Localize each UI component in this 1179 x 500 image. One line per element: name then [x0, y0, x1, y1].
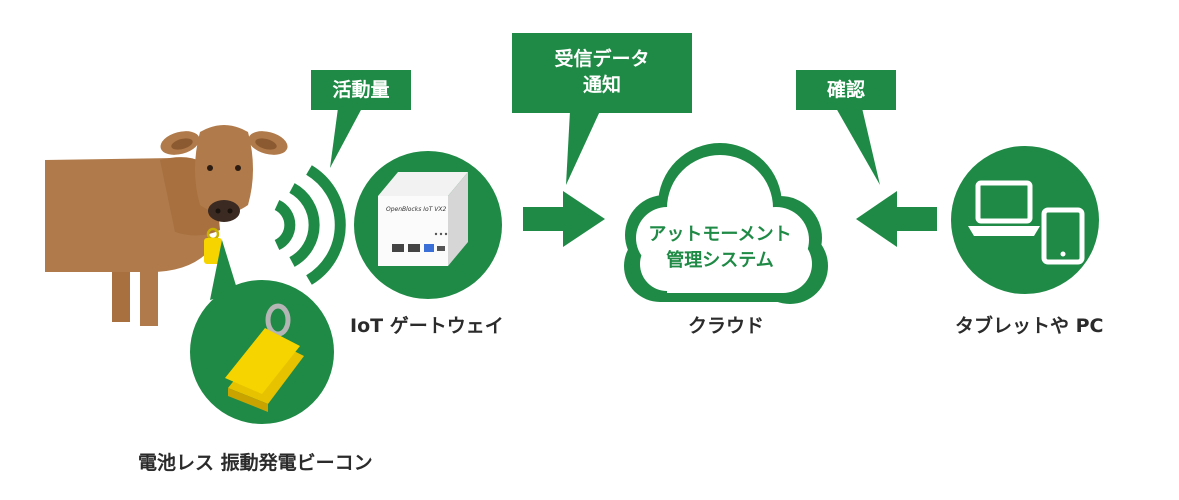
- receive-notify-callout: [512, 33, 692, 185]
- cow-icon: [45, 125, 288, 326]
- activity-callout: [311, 70, 411, 168]
- cloud-label: クラウド: [688, 315, 765, 337]
- wireless-signal-icon: [274, 165, 346, 285]
- clients-label: タブレットや PC: [955, 315, 1104, 337]
- gateway-device-icon: [378, 172, 468, 266]
- activity-callout-label: 活動量: [332, 79, 390, 101]
- arrow-right-icon: [523, 191, 605, 247]
- beacon-icon: [225, 303, 304, 412]
- ear-tag-icon: [204, 227, 222, 264]
- receive-notify-line1: 受信データ: [554, 48, 650, 70]
- cloud-inner-label: アットモーメント 管理システム: [640, 222, 800, 274]
- beacon-label: 電池レス 振動発電ビーコン: [138, 452, 373, 474]
- receive-notify-callout-label: 受信データ 通知: [512, 46, 692, 98]
- cloud-inner-line1: アットモーメント: [648, 224, 792, 245]
- receive-notify-line2: 通知: [582, 74, 621, 96]
- confirm-callout-label: 確認: [826, 79, 865, 101]
- arrow-left-icon: [856, 191, 937, 247]
- cloud-icon: [624, 143, 828, 304]
- gateway-label: IoT ゲートウェイ: [350, 315, 504, 337]
- beacon-callout-pointer: [210, 240, 238, 300]
- gateway-device-text: OpenBlocks IoT VX2: [386, 206, 447, 213]
- confirm-callout: [796, 70, 896, 185]
- tablet-icon: [1041, 207, 1085, 265]
- laptop-icon: [968, 180, 1040, 236]
- cloud-inner-line2: 管理システム: [666, 250, 774, 271]
